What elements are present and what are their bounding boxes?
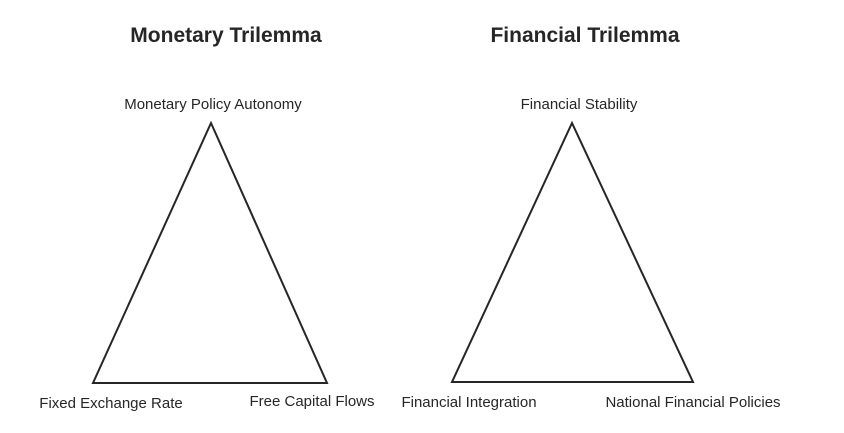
financial-trilemma-title: Financial Trilemma: [490, 24, 680, 47]
monetary-bottom-right-vertex-label: Free Capital Flows: [249, 393, 375, 410]
monetary-trilemma-triangle: [91, 120, 329, 384]
monetary-trilemma-title: Monetary Trilemma: [130, 24, 322, 47]
monetary-bottom-left-vertex-label: Fixed Exchange Rate: [39, 395, 183, 412]
financial-bottom-left-vertex-label: Financial Integration: [401, 394, 537, 411]
financial-top-vertex-label: Financial Stability: [520, 96, 638, 113]
financial-trilemma-triangle: [450, 120, 695, 383]
monetary-top-vertex-label: Monetary Policy Autonomy: [124, 96, 302, 113]
financial-bottom-right-vertex-label: National Financial Policies: [605, 394, 781, 411]
